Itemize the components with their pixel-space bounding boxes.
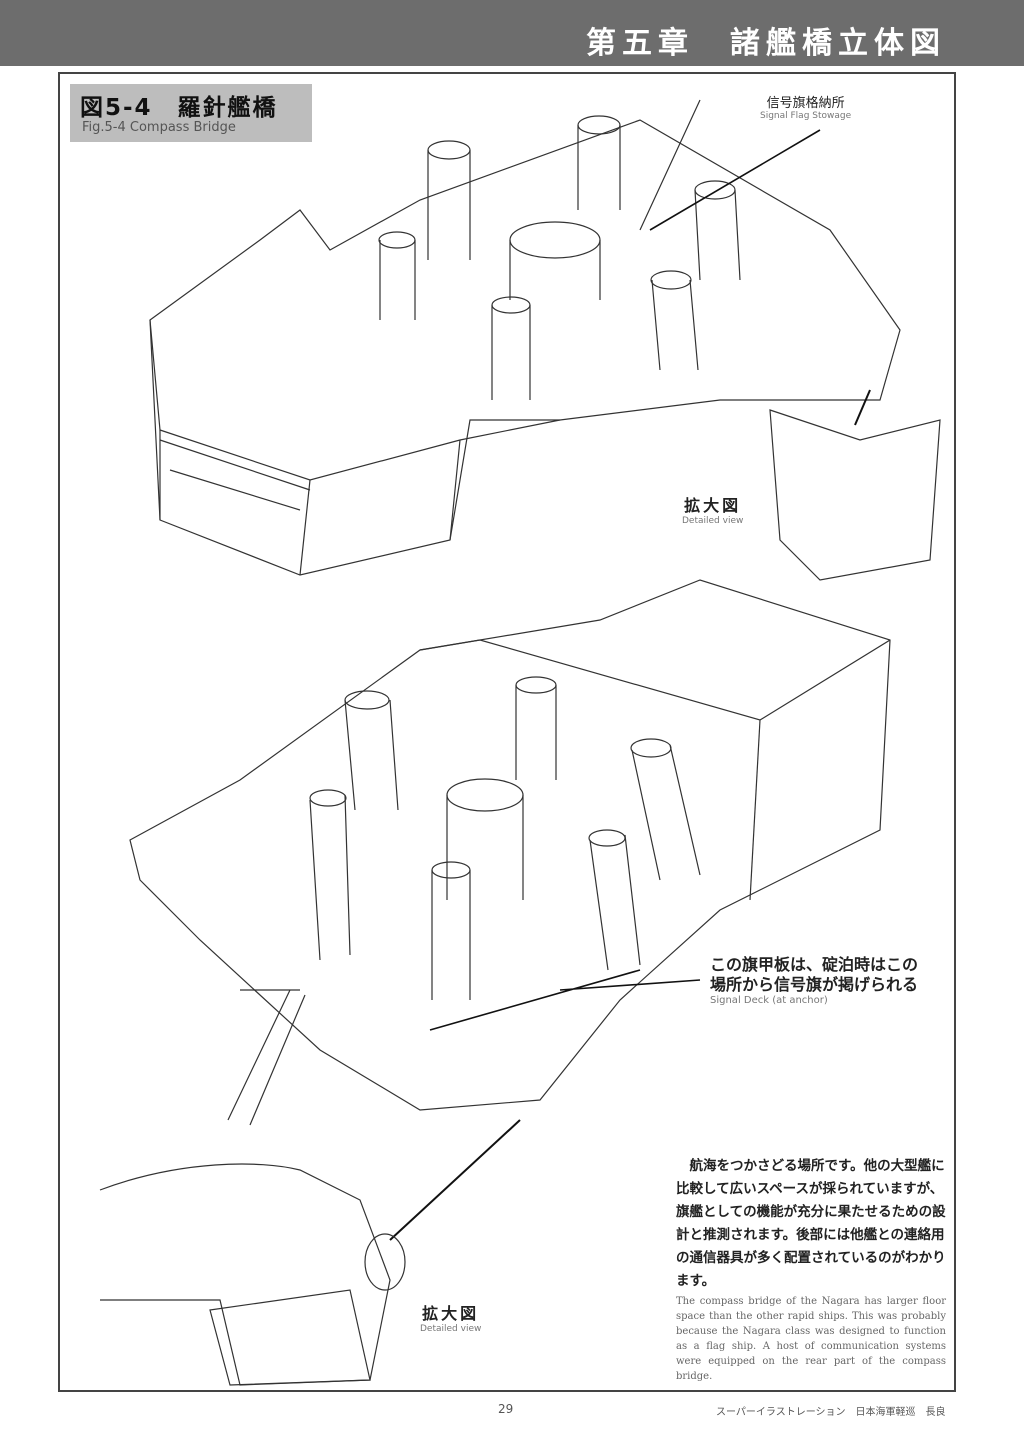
callout-en: Detailed view [420,1324,482,1334]
upper-bridge-drawing [149,99,941,581]
lower-bridge-drawing [99,579,891,1386]
callout-en: Detailed view [682,516,744,526]
figure-label: 図5-4 羅針艦橋 Fig.5-4 Compass Bridge [70,84,312,142]
body-text-en: The compass bridge of the Nagara has lar… [676,1296,946,1382]
chapter-title: 第五章 諸艦橋立体図 [586,26,946,61]
figure-frame [58,72,956,1392]
callout-jp: 信号旗格納所 [766,96,845,111]
callout-jp: 拡大図 [684,496,742,515]
callout-en: Signal Flag Stowage [760,111,852,121]
callout-detailed-view-upper: 拡大図 Detailed view [682,492,743,526]
body-text-jp: 航海をつかさどる場所です。他の大型艦に比較して広いスペースが採られていますが、旗… [676,1158,946,1289]
page-number: 29 [498,1402,514,1416]
callout-detailed-view-lower: 拡大図 Detailed view [420,1300,481,1334]
callout-en: Signal Deck (at anchor) [710,995,828,1006]
chapter-header-band: 第五章 諸艦橋立体図 [0,0,1024,66]
callout-jp: 拡大図 [422,1304,480,1323]
callout-signal-deck: この旗甲板は、碇泊時はこの 場所から信号旗が掲げられる Signal Deck … [710,955,918,1006]
callout-jp-line2: 場所から信号旗が掲げられる [710,975,919,994]
footer-book-title: スーパーイラストレーション 日本海軍軽巡 長良 [716,1407,946,1418]
callout-jp-line1: この旗甲板は、碇泊時はこの [710,955,919,974]
callout-signal-flag-stowage: 信号旗格納所 Signal Flag Stowage [760,92,851,121]
figure-title-en: Fig.5-4 Compass Bridge [82,120,236,135]
figure-title-jp: 図5-4 羅針艦橋 [80,95,278,121]
